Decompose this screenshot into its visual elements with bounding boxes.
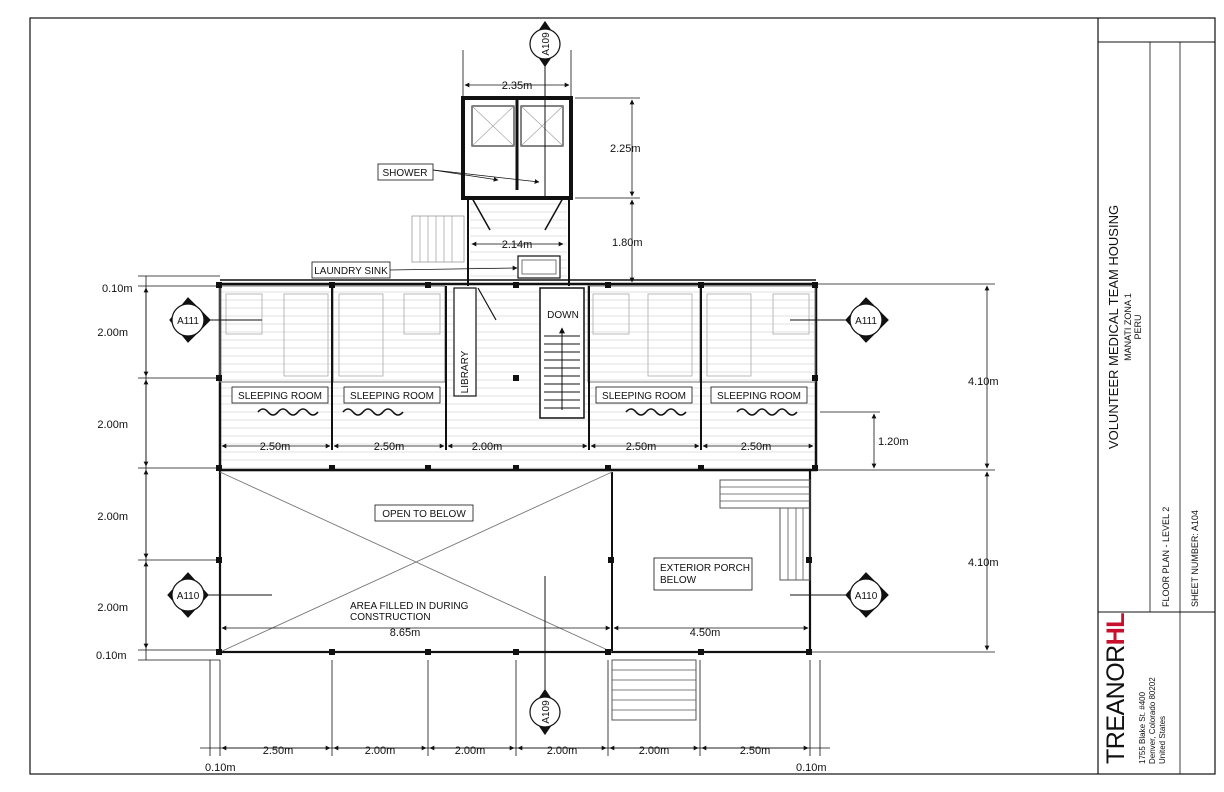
- dim-right-120: 1.20m: [878, 436, 909, 448]
- project-location-2: PERU: [1133, 314, 1143, 339]
- side-stair: [411, 215, 465, 263]
- curtain-symbols: [257, 408, 798, 416]
- label-shower: SHOWER: [383, 168, 428, 179]
- laundry-sink: [517, 255, 561, 279]
- dim-left-010-bottom: 0.10m: [96, 650, 127, 662]
- porch-stair-side: [779, 507, 811, 581]
- dim-top-width: 2.35m: [502, 80, 533, 92]
- dim-bot-200-a: 2.00m: [365, 745, 396, 757]
- dim-corridor-width: 2.14m: [502, 239, 533, 251]
- label-porch-1: EXTERIOR PORCH: [660, 563, 750, 574]
- project-title: VOLUNTEER MEDICAL TEAM HOUSING: [1106, 205, 1121, 449]
- dim-mid-250-b: 2.50m: [374, 441, 405, 453]
- dimension-texts: 2.35m 2.25m 2.14m 1.80m 0.10m 2.00m 2.00…: [96, 80, 999, 774]
- firm-address-2: Denver, Colorado 80202: [1148, 677, 1157, 764]
- callout-a111-right: A111: [790, 297, 889, 343]
- label-area-filled-1: AREA FILLED IN DURING: [350, 601, 469, 612]
- library-room: [453, 287, 477, 397]
- callout-a109-bottom-label: A109: [541, 700, 552, 724]
- section-callouts: A109 A109 A111 A111: [167, 20, 889, 736]
- callout-a110-right-label: A110: [855, 591, 878, 602]
- callout-a110-right: A110: [790, 572, 889, 618]
- dim-right-410-a: 4.10m: [968, 376, 999, 388]
- bunk-beds: [225, 293, 810, 377]
- title-block: VOLUNTEER MEDICAL TEAM HOUSING MANATI ZO…: [1097, 18, 1215, 774]
- dim-bot-200-b: 2.00m: [455, 745, 486, 757]
- dim-mid-250-a: 2.50m: [260, 441, 291, 453]
- floor-plan: SHOWER LAUNDRY SINK LIBRARY DOWN SLEEPIN…: [96, 20, 999, 774]
- sheet-title: FLOOR PLAN - LEVEL 2: [1161, 507, 1171, 607]
- callout-a110-left: A110: [167, 572, 272, 618]
- firm-address-3: United States: [1158, 716, 1167, 764]
- dim-corridor-height: 1.80m: [612, 237, 643, 249]
- label-sleeping-room-4: SLEEPING ROOM: [717, 391, 801, 402]
- sheet-border: [29, 17, 1216, 775]
- shower-block: [461, 96, 573, 200]
- dim-bot-010-right: 0.10m: [796, 762, 827, 774]
- dim-shower-height: 2.25m: [610, 143, 641, 155]
- dim-bot-250-b: 2.50m: [740, 745, 771, 757]
- dim-bot-250-a: 2.50m: [263, 745, 294, 757]
- callout-a109-top: A109: [529, 20, 561, 196]
- firm-logo: TREANORHL: [1102, 613, 1130, 764]
- callout-a111-left-label: A111: [177, 316, 199, 327]
- dim-left-010-top: 0.10m: [102, 283, 133, 295]
- firm-address-1: 1755 Blake St. #400: [1138, 691, 1147, 764]
- sheet-number: SHEET NUMBER: A104: [1190, 510, 1200, 607]
- dim-left-200-a: 2.00m: [97, 327, 128, 339]
- dim-bot-010-left: 0.10m: [205, 762, 236, 774]
- dim-left-200-b: 2.00m: [97, 419, 128, 431]
- label-porch-2: BELOW: [660, 575, 697, 586]
- dim-mid-250-c: 2.50m: [626, 441, 657, 453]
- label-area-filled-2: CONSTRUCTION: [350, 612, 431, 623]
- callout-a111-left: A111: [169, 297, 262, 343]
- label-open-to-below: OPEN TO BELOW: [382, 509, 466, 520]
- callout-a111-right-label: A111: [855, 316, 877, 327]
- dimension-lines: [138, 50, 995, 756]
- firm-logo-accent: HL: [1102, 613, 1130, 646]
- callout-a109-bottom: A109: [529, 576, 561, 736]
- label-sleeping-room-2: SLEEPING ROOM: [350, 391, 434, 402]
- dim-bot-200-c: 2.00m: [547, 745, 578, 757]
- callout-a110-left-label: A110: [177, 591, 200, 602]
- label-library: LIBRARY: [460, 350, 471, 393]
- label-down: DOWN: [547, 310, 579, 321]
- dim-mid-200: 2.00m: [472, 441, 503, 453]
- room-labels: SHOWER LAUNDRY SINK LIBRARY DOWN SLEEPIN…: [231, 163, 808, 623]
- label-sleeping-room-1: SLEEPING ROOM: [238, 391, 322, 402]
- dim-left-200-d: 2.00m: [97, 602, 128, 614]
- project-location-1: MANATI ZONA 1: [1123, 293, 1133, 361]
- dim-mid-250-d: 2.50m: [741, 441, 772, 453]
- dim-right-410-b: 4.10m: [968, 557, 999, 569]
- dim-span-865: 8.65m: [390, 627, 421, 639]
- label-sleeping-room-3: SLEEPING ROOM: [602, 391, 686, 402]
- label-laundry-sink: LAUNDRY SINK: [314, 266, 388, 277]
- dim-left-200-c: 2.00m: [97, 511, 128, 523]
- callout-a109-top-label: A109: [541, 32, 552, 56]
- firm-logo-primary: TREANOR: [1102, 645, 1130, 764]
- dim-span-450: 4.50m: [690, 627, 721, 639]
- dim-bot-200-d: 2.00m: [639, 745, 670, 757]
- svg-text:TREANORHL: TREANORHL: [1102, 613, 1130, 764]
